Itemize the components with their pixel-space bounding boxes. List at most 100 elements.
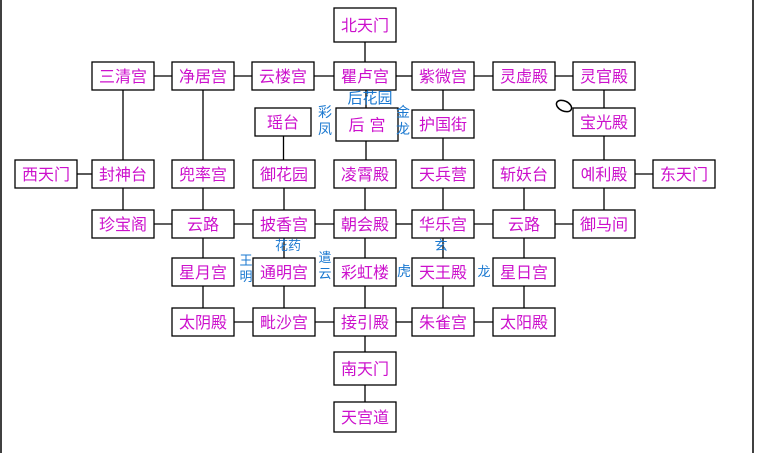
location-pisha-palace: 毗沙宫 [252,307,316,337]
location-tianwang-hall: 天王殿 [411,257,475,287]
location-label: 朱雀宫 [419,313,467,332]
location-label: 天王殿 [419,263,467,282]
location-label: 星月宫 [179,263,227,282]
location-label: 毗沙宫 [260,313,308,332]
location-yuhua-garden: 御花园 [252,159,316,189]
location-north-gate: 北天门 [333,7,397,43]
location-zhenbao-pavilion: 珍宝阁 [91,209,155,239]
location-box [492,257,556,287]
location-linggong-hall: 灵官殿 [572,61,636,91]
annotation-yun: 云 [318,267,331,282]
location-label: 封神台 [99,165,147,184]
location-huale-palace: 华乐宫 [411,209,475,239]
location-label: 云路 [187,215,219,234]
location-label: 通明宫 [260,263,308,282]
location-label: 彩虹楼 [341,263,389,282]
annotation-cai: 彩 [318,105,332,121]
location-box [333,307,397,337]
location-box [252,159,316,189]
location-label: 云路 [508,215,540,234]
location-yunlou-palace: 云楼宫 [251,61,315,91]
location-taiyang-hall: 太阳殿 [492,307,556,337]
location-lili-hall: 예利殿 [572,159,636,189]
location-box [333,401,397,433]
location-boxes: 北天门三清宫净居宫云楼宫瞿卢宫紫微宫灵虚殿灵官殿瑶台后 宫护国街宝光殿西天门封神… [14,7,716,433]
location-label: 瞿卢宫 [341,67,389,86]
location-label: 三清宫 [99,67,147,86]
location-box [171,61,235,91]
location-lingxu-hall: 灵虚殿 [492,61,556,91]
location-label: 接引殿 [341,313,389,332]
location-jilu-palace: 瞿卢宫 [333,61,397,91]
location-label: 斩妖台 [500,165,548,184]
location-lingxiao-hall: 凌霄殿 [333,159,397,189]
location-jieyin-hall: 接引殿 [333,307,397,337]
location-box [333,7,397,43]
location-label: 朝会殿 [341,215,389,234]
location-label: 御马间 [580,215,628,234]
location-chaohui-hall: 朝会殿 [333,209,397,239]
location-caihong-tower: 彩虹楼 [333,257,397,287]
annotation-huayao: 花药 [275,238,301,254]
location-box [572,159,636,189]
annotation-long: 龙 [396,122,410,138]
location-xingyue-palace: 星月宫 [171,257,235,287]
location-east-gate: 东天门 [652,159,716,189]
location-box [333,257,397,287]
location-box [411,109,475,139]
location-label: 华乐宫 [419,215,467,234]
annotations: 后花园彩凤金龙王明花药遣云虎玄龙 [239,89,490,285]
location-box [572,61,636,91]
location-label: 御花园 [260,165,308,184]
location-label: 凌霄殿 [341,165,389,184]
location-box [171,257,235,287]
location-zhanyao-terrace: 斩妖台 [492,159,556,189]
location-label: 南天门 [341,360,389,379]
location-label: 宝光殿 [580,113,628,132]
location-box [572,209,636,239]
location-huguo-street: 护国街 [411,109,475,139]
location-fengshen-terrace: 封神台 [91,159,155,189]
location-label: 净居宫 [179,67,227,86]
location-box [335,107,399,142]
location-box [333,159,397,189]
location-box [411,307,475,337]
annotation-ming: 明 [239,270,252,285]
location-doushuai-palace: 兜率宫 [171,159,235,189]
location-xingri-palace: 星日宫 [492,257,556,287]
annotation-long2: 龙 [477,265,490,280]
location-label: 珍宝阁 [99,215,147,234]
location-label: 灵官殿 [580,67,628,86]
location-box [572,107,636,137]
location-box [333,209,397,239]
annotation-feng: 凤 [318,122,332,138]
location-west-gate: 西天门 [14,159,78,189]
location-box [652,159,716,189]
oval-icon [555,99,573,113]
location-label: 西天门 [22,165,70,184]
location-heavenly-road: 天宫道 [333,401,397,433]
location-sanqing-palace: 三清宫 [91,61,155,91]
location-box [91,209,155,239]
location-box [91,159,155,189]
location-tianbing-camp: 天兵营 [411,159,475,189]
location-taiyin-hall: 太阴殿 [171,307,235,337]
location-box [411,209,475,239]
location-yunlu-west: 云路 [171,209,235,239]
location-label: 云楼宫 [259,67,307,86]
location-label: 太阴殿 [179,313,227,332]
location-jingju-palace: 净居宫 [171,61,235,91]
annotation-wang: 王 [239,254,252,269]
location-box [492,159,556,189]
location-label: 天宫道 [341,408,389,427]
location-box [252,307,316,337]
annotation-rear-garden: 后花园 [347,89,392,107]
location-box [252,209,316,239]
location-zhuque-palace: 朱雀宫 [411,307,475,337]
annotation-hu: 虎 [397,264,411,280]
location-box [251,61,315,91]
location-label: 北天门 [341,16,389,35]
location-box [14,159,78,189]
